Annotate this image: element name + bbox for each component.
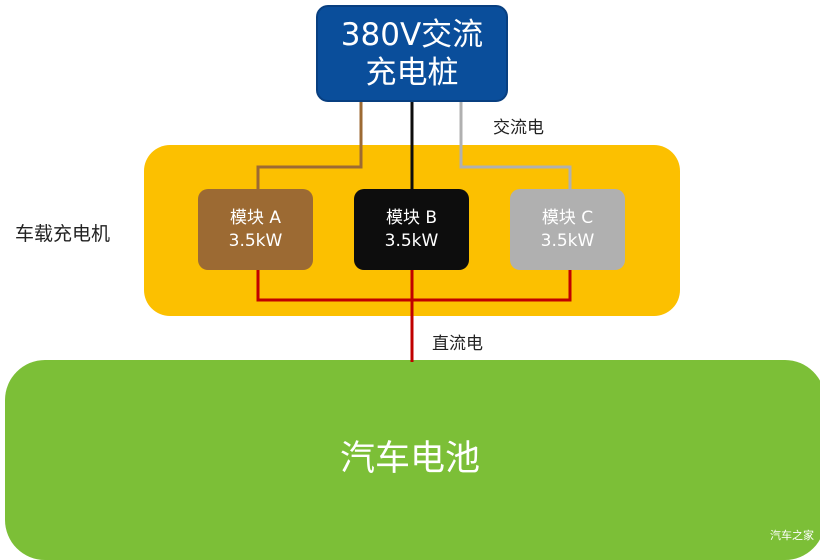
module-a-power: 3.5kW: [228, 230, 283, 251]
car-battery: 汽车电池: [5, 360, 820, 560]
ac-label: 交流电: [493, 118, 544, 138]
module-a-name: 模块 A: [229, 207, 282, 228]
charger-title-line1: 380V交流: [340, 16, 484, 53]
connection-lines: [256, 102, 572, 362]
dc-bus-line: [256, 270, 572, 302]
module-b: 模块 B 3.5kW: [354, 189, 469, 270]
battery-label: 汽车电池: [339, 438, 480, 479]
charger-title-line2: 充电桩: [365, 54, 459, 91]
watermark: 汽车之家: [770, 529, 814, 542]
dc-label: 直流电: [432, 334, 483, 354]
module-c-power: 3.5kW: [540, 230, 595, 251]
ac-line-a: [256, 102, 363, 189]
ac-charging-pile: 380V交流 充电桩: [316, 5, 508, 102]
module-c: 模块 C 3.5kW: [510, 189, 625, 270]
module-a: 模块 A 3.5kW: [198, 189, 313, 270]
module-b-power: 3.5kW: [384, 230, 439, 251]
module-b-name: 模块 B: [385, 207, 438, 228]
obc-label: 车载充电机: [15, 223, 111, 245]
module-c-name: 模块 C: [541, 207, 594, 228]
ac-line-c: [459, 102, 572, 189]
